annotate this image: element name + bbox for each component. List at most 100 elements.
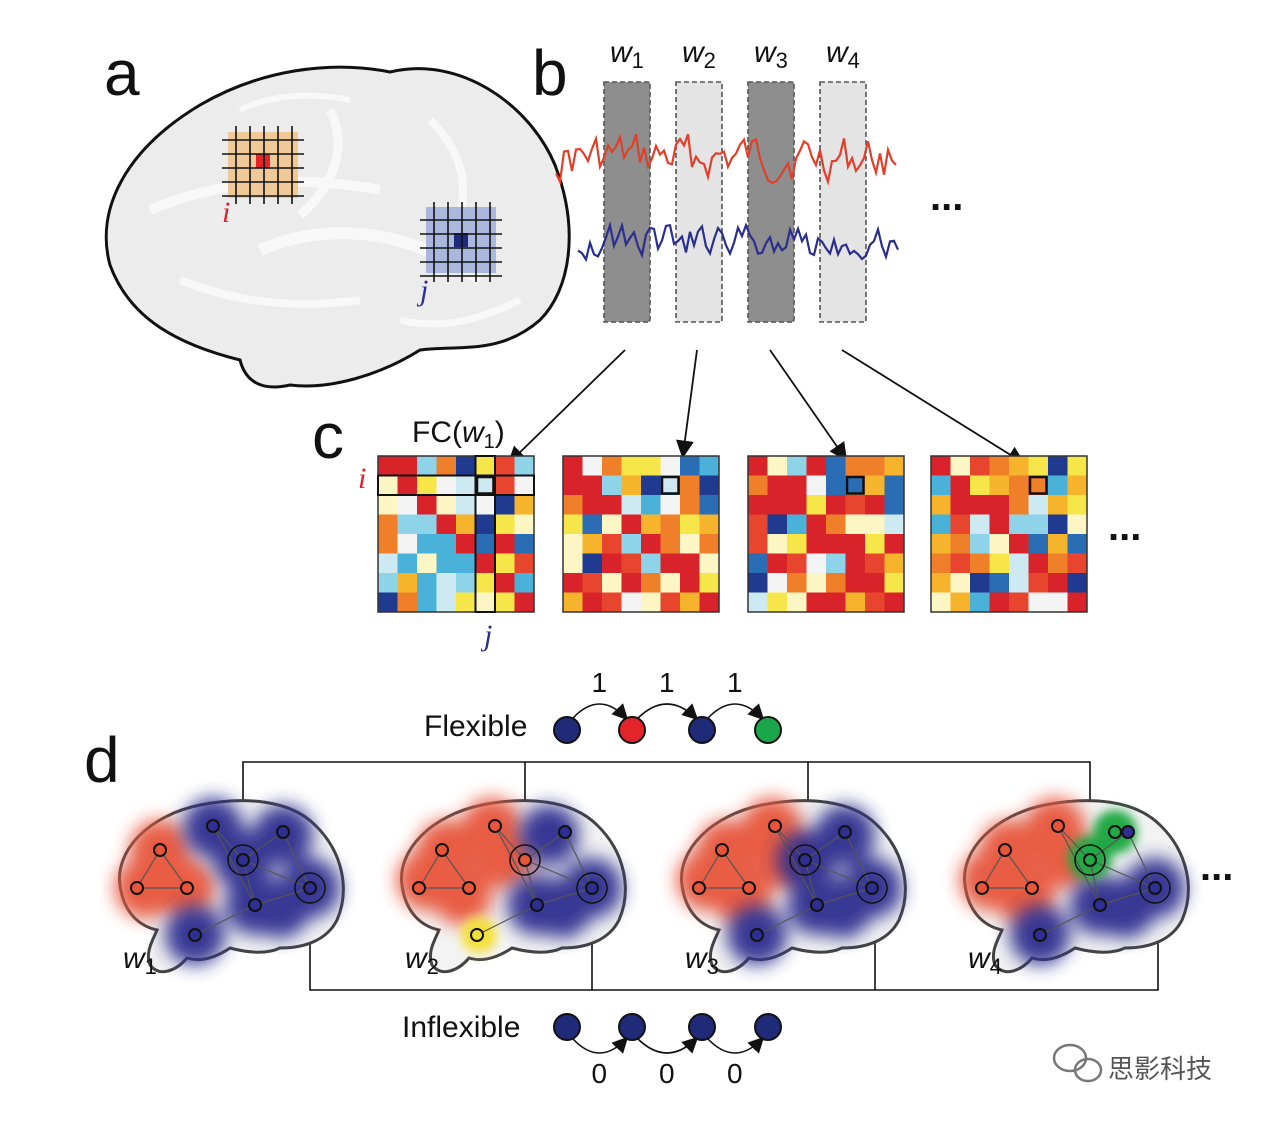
network-node-4-n3 <box>1121 825 1135 839</box>
network-node-3-r1 <box>715 843 729 857</box>
flex-chain-weight-3: 1 <box>727 667 743 698</box>
fc-column-j <box>474 455 496 613</box>
brain-window-label-3: w3 <box>685 942 719 979</box>
time-window-label-2: w2 <box>682 36 716 73</box>
brain-network-1: w1 <box>115 798 345 979</box>
network-node-4-hub <box>1083 853 1097 867</box>
network-node-4-n6 <box>1033 928 1047 942</box>
brain-network-3: w3 <box>677 798 907 979</box>
flexible-node-ring-1 <box>227 844 259 876</box>
flex-chain-arc-2 <box>637 703 699 721</box>
ellipsis-c: ... <box>1108 505 1141 549</box>
network-node-1-hub <box>236 853 250 867</box>
node-label-i-a: i <box>222 196 230 229</box>
network-node-2-r2 <box>412 881 426 895</box>
brain-network-4: w4 <box>960 798 1190 979</box>
panel-label-c: c <box>312 400 344 472</box>
inflexible-node-ring-2 <box>576 872 608 904</box>
inflex-chain-arc-3 <box>707 1036 765 1054</box>
flexible-node-ring-2 <box>509 844 541 876</box>
node-label-j-c: j <box>480 619 492 652</box>
network-node-1-n2 <box>206 819 220 833</box>
ellipsis-d: ... <box>1200 845 1233 889</box>
time-window-label-3: w3 <box>754 36 788 73</box>
network-node-2-r3 <box>462 881 476 895</box>
network-node-2-n2 <box>488 819 502 833</box>
inflex-chain-arc-1 <box>572 1036 629 1054</box>
inflexible-label: Inflexible <box>402 1011 520 1044</box>
network-node-2-n4 <box>585 881 599 895</box>
network-node-4-r2 <box>975 881 989 895</box>
inflexible-node-ring-3 <box>856 872 888 904</box>
network-node-3-n3 <box>838 825 852 839</box>
node-label-j-a: j <box>416 274 428 307</box>
fc-matrix-3 <box>747 455 905 613</box>
network-node-3-n6 <box>750 928 764 942</box>
flex-chain-arc-3 <box>707 703 765 721</box>
inflex-chain-node-1 <box>553 1013 581 1041</box>
flex-chain-arc-1 <box>572 703 629 721</box>
time-window-3 <box>747 81 795 323</box>
network-node-4-n2 <box>1051 819 1065 833</box>
network-node-1-n4 <box>303 881 317 895</box>
network-node-2-r1 <box>435 843 449 857</box>
watermark: 思影科技 <box>1052 1043 1212 1085</box>
network-node-3-hub <box>798 853 812 867</box>
fc-row-i <box>377 474 535 496</box>
network-node-1-r1 <box>153 843 167 857</box>
time-window-2 <box>675 81 723 323</box>
timeseries-j <box>577 220 900 263</box>
ellipsis-b: ... <box>930 175 963 219</box>
time-window-4 <box>819 81 867 323</box>
inflexible-node-ring-1 <box>294 872 326 904</box>
voxel-grid-i <box>222 126 304 204</box>
network-node-2-n3 <box>558 825 572 839</box>
flex-chain-node-1 <box>553 716 581 744</box>
panel-label-d: d <box>84 724 120 796</box>
network-node-4-green <box>1108 825 1122 839</box>
inflex-chain-weight-1: 0 <box>592 1058 608 1089</box>
flexible-connector-lines <box>242 761 1091 855</box>
window-to-fc-arrows <box>507 349 1026 465</box>
flex-chain-weight-1: 1 <box>592 667 608 698</box>
network-node-2-n6 <box>470 928 484 942</box>
flex-chain-weight-2: 1 <box>659 667 675 698</box>
fc-matrix-2 <box>562 455 720 613</box>
time-window-label-1: w1 <box>610 36 644 73</box>
fc-entry-ij-3 <box>845 475 865 495</box>
inflex-chain-node-2 <box>618 1013 646 1041</box>
network-node-3-n5 <box>810 898 824 912</box>
fc-entry-ij-2 <box>660 475 680 495</box>
brain-window-label-1: w1 <box>123 942 157 979</box>
network-node-4-r3 <box>1025 881 1039 895</box>
inflex-chain-node-3 <box>688 1013 716 1041</box>
voxel-grid-j <box>420 202 502 282</box>
network-node-1-n3 <box>276 825 290 839</box>
timeseries-i <box>555 133 897 186</box>
fc-entry-ij-1 <box>475 475 495 495</box>
flexible-node-ring-4 <box>1074 844 1106 876</box>
flexible-chain: 1 1 1 <box>553 667 782 744</box>
fc-matrix-1 <box>377 455 535 613</box>
brain-large <box>104 65 571 389</box>
inflex-chain-arc-2 <box>637 1036 699 1054</box>
network-node-4-n4 <box>1148 881 1162 895</box>
panel-label-b: b <box>532 37 568 109</box>
inflex-chain-node-4 <box>754 1013 782 1041</box>
panel-label-a: a <box>104 37 140 109</box>
fc-entry-ij-4 <box>1028 475 1048 495</box>
network-node-3-n2 <box>768 819 782 833</box>
flex-chain-node-3 <box>688 716 716 744</box>
brain-window-label-4: w4 <box>968 942 1002 979</box>
flex-chain-node-4 <box>754 716 782 744</box>
inflexible-node-ring-4 <box>1139 872 1171 904</box>
time-window-1 <box>603 81 651 323</box>
flexible-node-ring-3 <box>789 844 821 876</box>
network-node-4-n5 <box>1093 898 1107 912</box>
network-node-4-r1 <box>998 843 1012 857</box>
watermark-text: 思影科技 <box>1108 1055 1212 1085</box>
network-node-1-r2 <box>130 881 144 895</box>
